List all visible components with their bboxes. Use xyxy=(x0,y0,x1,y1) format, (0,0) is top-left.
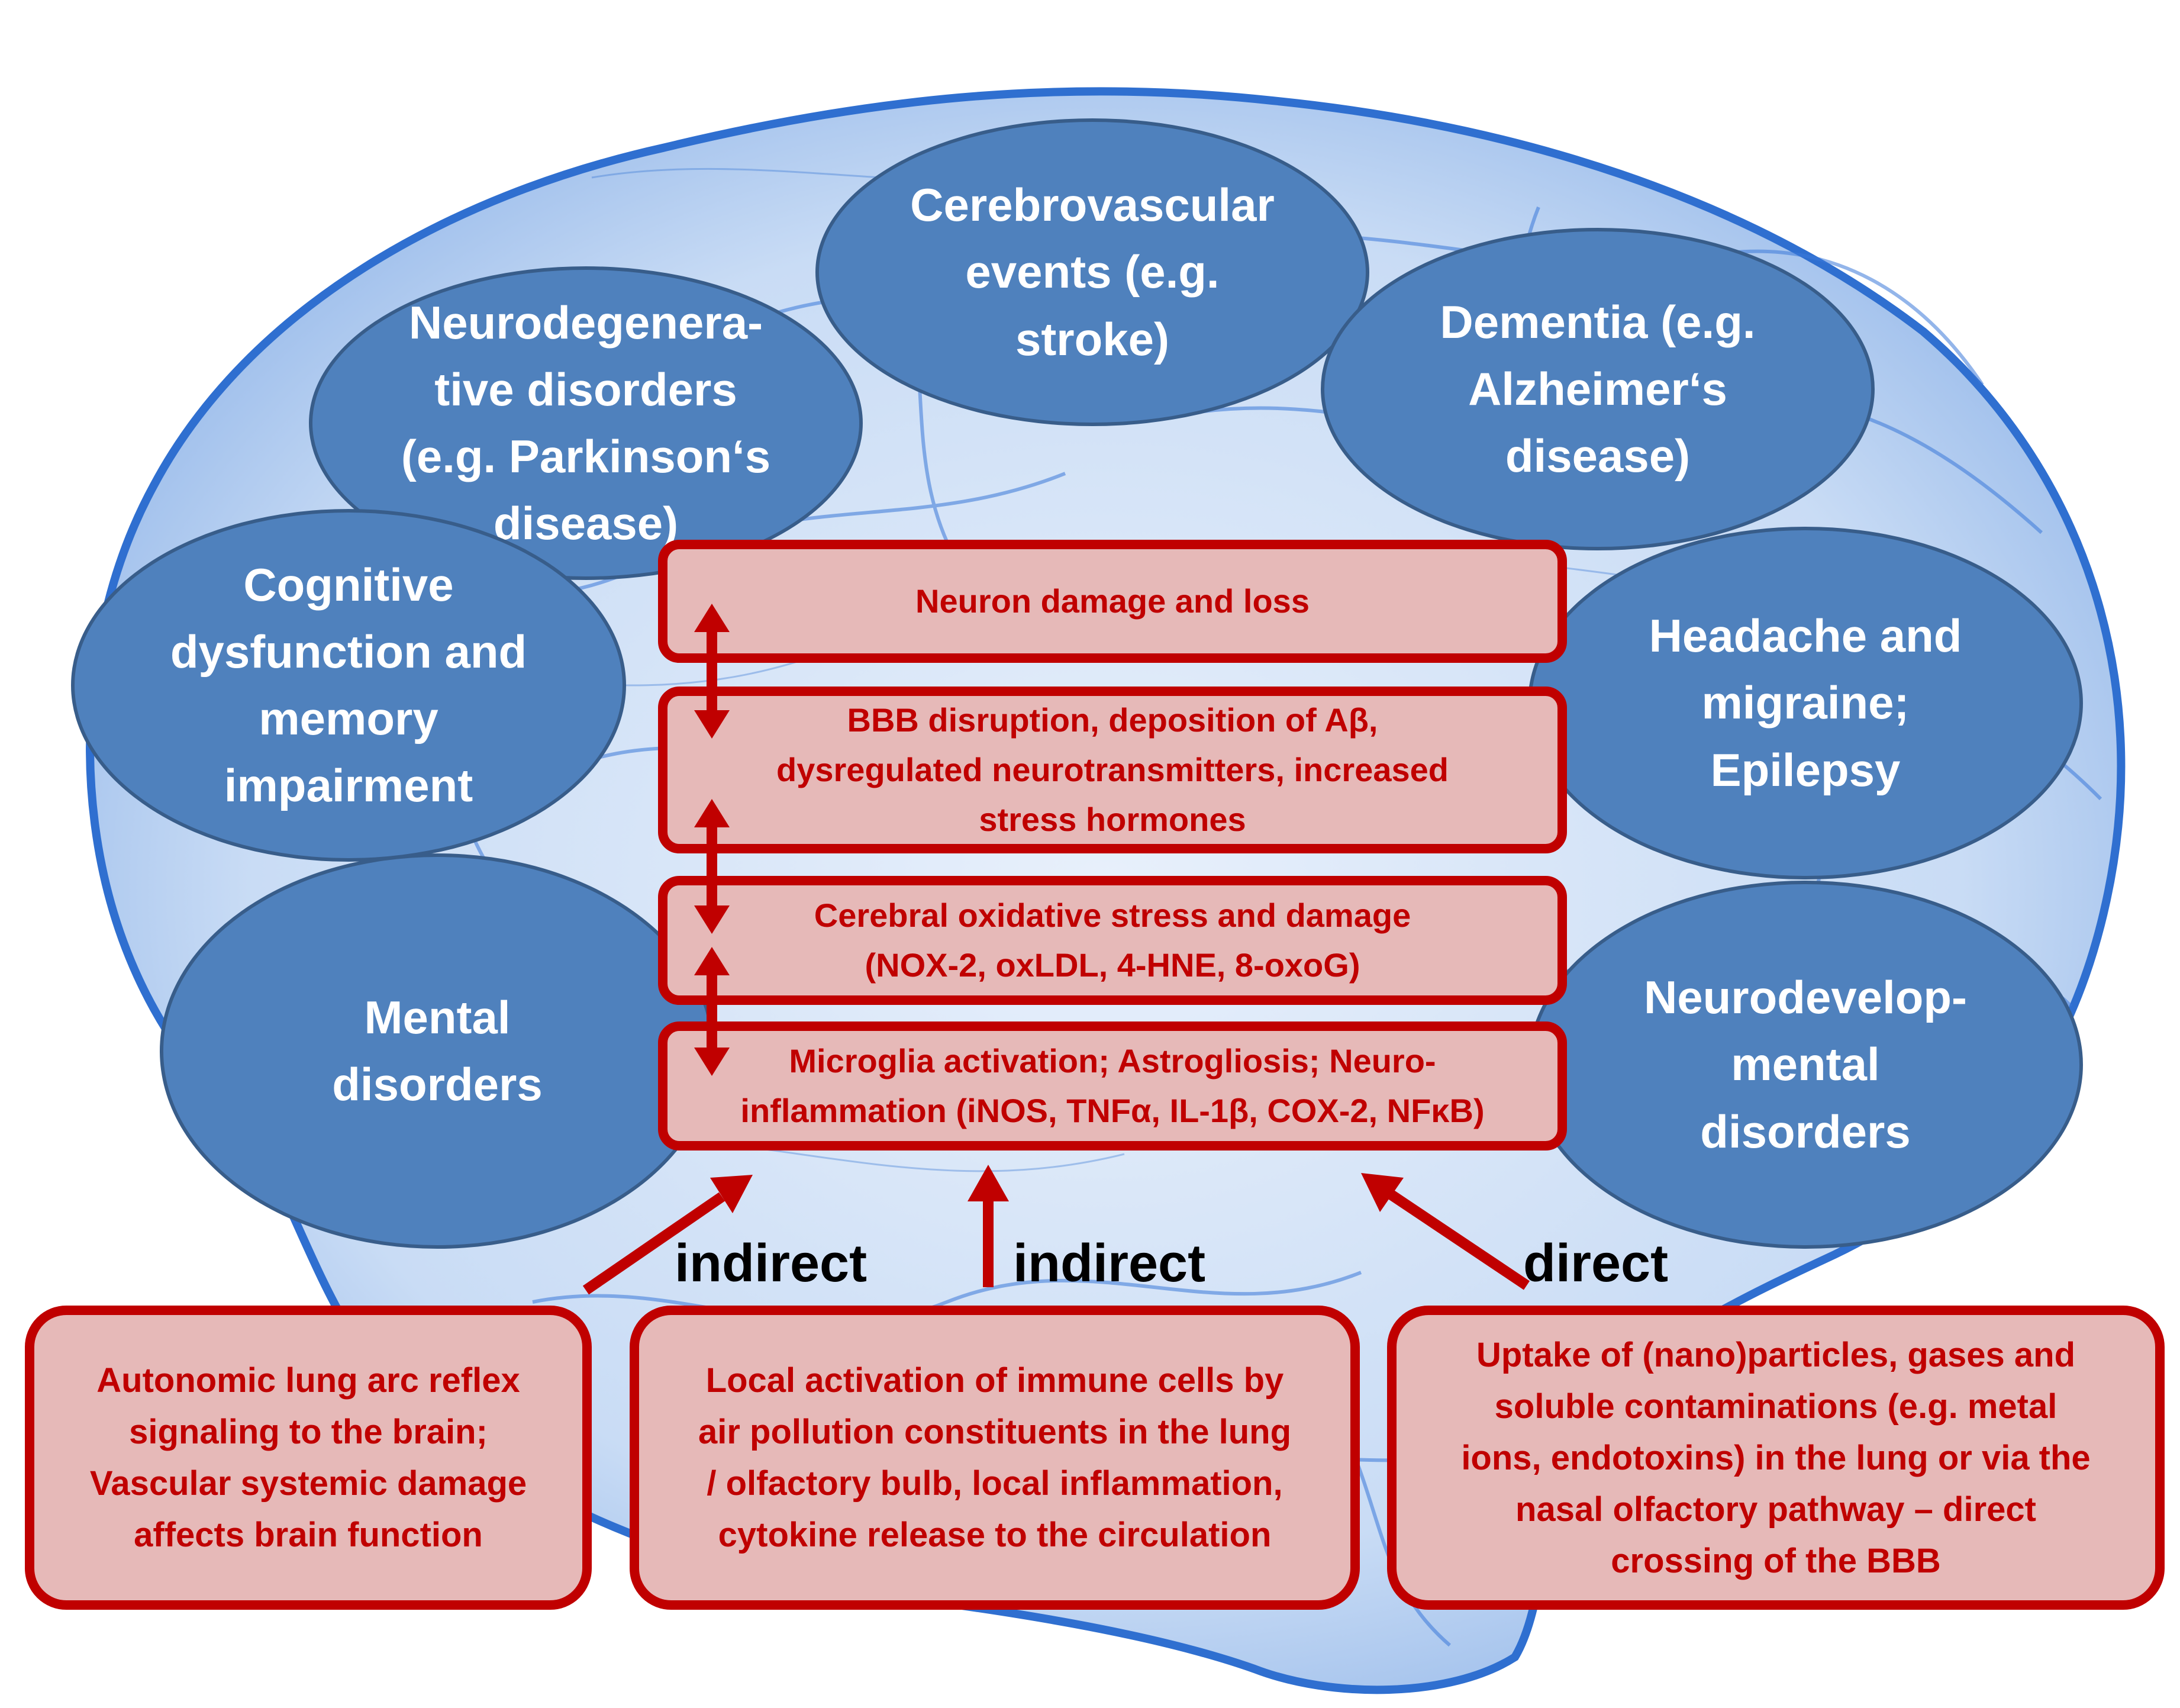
arrow-left-indirect xyxy=(582,1175,753,1295)
box-neuron-damage-label: Neuron damage and loss xyxy=(915,582,1310,620)
double-arrow-2 xyxy=(694,799,730,934)
box-immune-pathway-label: Local activation of immune cells by air … xyxy=(698,1361,1292,1554)
ellipse-dementia: Dementia (e.g. Alzheimer‘s disease) xyxy=(1321,228,1875,550)
box-immune-pathway: Local activation of immune cells by air … xyxy=(630,1306,1360,1610)
box-uptake-pathway-label: Uptake of (nano)particles, gases and sol… xyxy=(1461,1335,2091,1580)
box-oxidative-stress: Cerebral oxidative stress and damage (NO… xyxy=(658,876,1567,1005)
route-label-left: indirect xyxy=(675,1234,868,1293)
arrow-middle-indirect xyxy=(968,1165,1009,1287)
box-microglia: Microglia activation; Astrogliosis; Neur… xyxy=(658,1021,1567,1151)
box-autonomic-pathway-label: Autonomic lung arc reflex signaling to t… xyxy=(89,1361,527,1554)
ellipse-neurodegenerative-label: Neurodegenera- tive disorders (e.g. Park… xyxy=(401,296,771,550)
ellipse-cerebrovascular: Cerebrovascular events (e.g. stroke) xyxy=(815,118,1369,426)
ellipse-cognitive: Cognitive dysfunction and memory impairm… xyxy=(71,509,626,862)
box-bbb-disruption: BBB disruption, deposition of Aβ, dysreg… xyxy=(658,687,1567,853)
route-label-middle: indirect xyxy=(1013,1234,1206,1293)
ellipse-headache: Headache and migraine; Epilepsy xyxy=(1528,527,2083,879)
double-arrow-3 xyxy=(694,947,730,1076)
ellipse-neurodevelopmental-label: Neurodevelop- mental disorders xyxy=(1643,971,1968,1158)
ellipse-headache-label: Headache and migraine; Epilepsy xyxy=(1649,610,1962,796)
ellipse-neurodegenerative: Neurodegenera- tive disorders (e.g. Park… xyxy=(309,266,863,580)
route-label-right: direct xyxy=(1523,1234,1669,1293)
ellipse-cognitive-label: Cognitive dysfunction and memory impairm… xyxy=(170,558,527,812)
box-bbb-disruption-label: BBB disruption, deposition of Aβ, dysreg… xyxy=(776,701,1449,838)
ellipse-mental-label: Mental disorders xyxy=(332,991,543,1110)
ellipse-neurodevelopmental: Neurodevelop- mental disorders xyxy=(1528,881,2083,1249)
arrow-right-direct xyxy=(1361,1173,1530,1290)
box-oxidative-stress-label: Cerebral oxidative stress and damage (NO… xyxy=(814,897,1411,984)
ellipse-dementia-label: Dementia (e.g. Alzheimer‘s disease) xyxy=(1440,295,1756,482)
box-autonomic-pathway: Autonomic lung arc reflex signaling to t… xyxy=(25,1306,592,1610)
box-neuron-damage: Neuron damage and loss xyxy=(658,540,1567,663)
ellipse-mental: Mental disorders xyxy=(160,853,715,1249)
box-uptake-pathway: Uptake of (nano)particles, gases and sol… xyxy=(1387,1306,2165,1610)
double-arrow-1 xyxy=(694,604,730,739)
box-microglia-label: Microglia activation; Astrogliosis; Neur… xyxy=(740,1042,1485,1129)
ellipse-cerebrovascular-label: Cerebrovascular events (e.g. stroke) xyxy=(910,179,1275,365)
